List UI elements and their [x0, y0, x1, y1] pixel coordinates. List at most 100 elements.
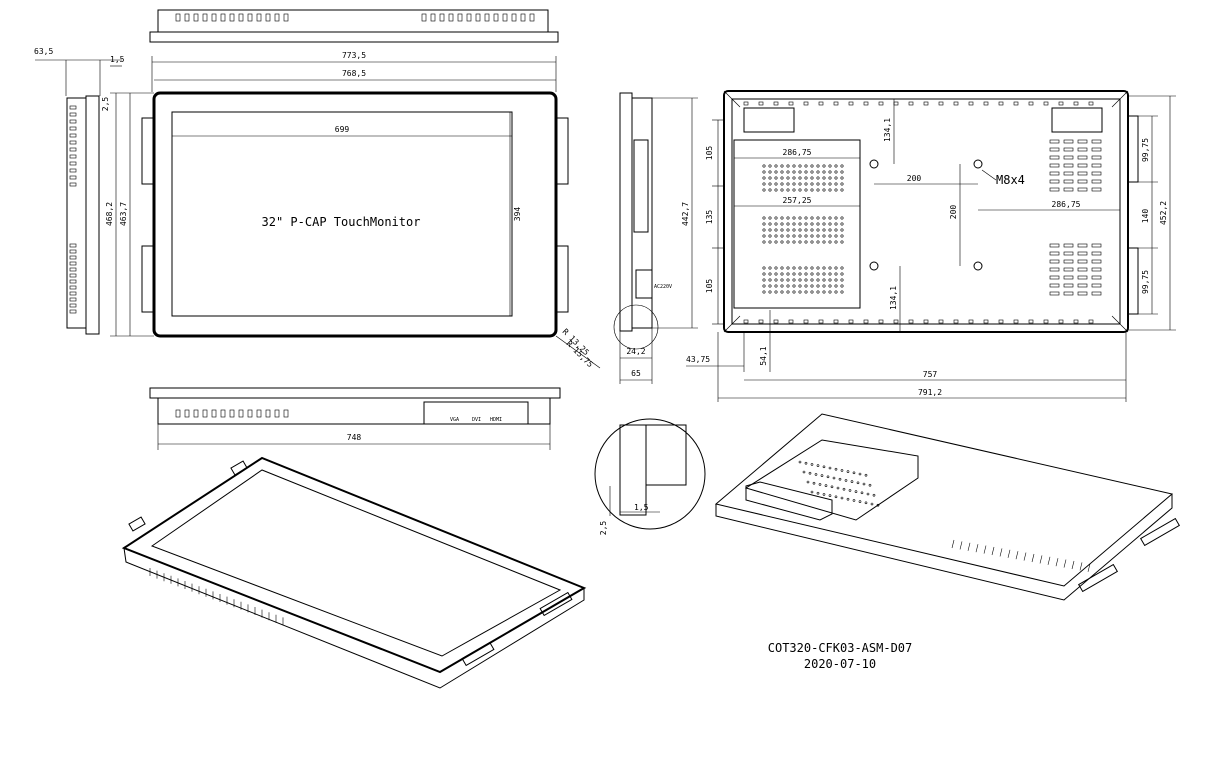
vent-slot [283, 13, 289, 22]
vent-slot [1077, 259, 1088, 264]
vent-slot [202, 13, 208, 22]
vent-dot [774, 176, 778, 180]
vent-dot [828, 170, 832, 174]
vent-slot [466, 13, 472, 22]
vesa-hole-3 [869, 261, 879, 271]
vent-slot [999, 548, 1003, 557]
dim-side-step: 24,2 [626, 347, 645, 356]
dim-outer-width: 773,5 [342, 51, 366, 60]
vent-dot [810, 182, 814, 186]
vent-slot [1063, 163, 1074, 168]
vent-dot [804, 278, 808, 282]
vent-slot [975, 544, 979, 553]
vent-slot [202, 409, 208, 418]
edge-hole [818, 319, 824, 324]
vent-dot [810, 272, 814, 276]
vent-slot [951, 539, 955, 549]
vent-hole [69, 291, 77, 296]
vent-dot [762, 188, 766, 192]
vent-dot [816, 164, 820, 168]
dim-active-height: 394 [513, 207, 522, 222]
vent-slot [1077, 283, 1088, 288]
vent-slot [1091, 275, 1102, 280]
vent-slot [1063, 155, 1074, 160]
edge-hole [848, 101, 854, 106]
vent-dot [810, 188, 814, 192]
vent-dot [810, 234, 814, 238]
edge-hole [743, 101, 749, 106]
vent-dot [834, 188, 838, 192]
vent-dot [798, 234, 802, 238]
vent-slot [502, 13, 508, 22]
vent-dot [810, 170, 814, 174]
vent-slot [475, 13, 481, 22]
edge-hole [1013, 101, 1019, 106]
vent-dot [804, 234, 808, 238]
iso-front-vents [149, 568, 284, 626]
vent-dot [780, 188, 784, 192]
edge-hole [968, 319, 974, 324]
vent-dot [762, 272, 766, 276]
vent-dot [804, 216, 808, 220]
vent-dot [822, 228, 826, 232]
vent-slot [1091, 243, 1102, 248]
vent-dot [804, 240, 808, 244]
vent-dot [828, 272, 832, 276]
vent-hole [69, 309, 77, 314]
vent-dot [762, 164, 766, 168]
vent-hole [69, 140, 77, 145]
vent-slot [983, 545, 987, 554]
vent-dot [840, 496, 844, 500]
vent-dot [786, 176, 790, 180]
connector-vga: VGA [450, 417, 459, 423]
vent-dot [840, 222, 844, 226]
vent-hole [69, 154, 77, 159]
vent-slot [1077, 139, 1088, 144]
vent-dot [768, 240, 772, 244]
vent-dot [798, 170, 802, 174]
vent-dot [762, 290, 766, 294]
vent-dot [822, 176, 826, 180]
vent-dot [774, 266, 778, 270]
vent-dot [792, 234, 796, 238]
vent-slot [1091, 139, 1102, 144]
vent-dot [822, 290, 826, 294]
vent-dot [834, 290, 838, 294]
vent-dot [786, 284, 790, 288]
vent-dot [822, 284, 826, 288]
vent-dot [834, 222, 838, 226]
vent-dot [810, 222, 814, 226]
vent-dot [840, 234, 844, 238]
power-label: AC220V [654, 284, 672, 290]
vent-slot [1049, 155, 1060, 160]
vent-dot [786, 272, 790, 276]
vent-slot [1077, 179, 1088, 184]
vent-dot [774, 222, 778, 226]
dim-rear-43: 43,75 [686, 355, 710, 364]
vent-hole [69, 249, 77, 254]
edge-hole [863, 101, 869, 106]
vent-slot [1063, 259, 1074, 264]
vent-dot [780, 170, 784, 174]
vent-dot [768, 278, 772, 282]
vent-hole [69, 133, 77, 138]
vent-dot [774, 278, 778, 282]
vent-dot [816, 266, 820, 270]
bottom-vent-slots [175, 409, 289, 418]
rear-side-slots [743, 101, 1102, 324]
edge-hole [1073, 319, 1079, 324]
vent-slot [184, 13, 190, 22]
vent-dot [810, 278, 814, 282]
left-vent-holes [69, 105, 77, 314]
vent-dot [850, 480, 854, 483]
vent-dot [822, 188, 826, 192]
vent-dot [834, 272, 838, 276]
vent-dot [828, 164, 832, 168]
edge-hole [953, 319, 959, 324]
vent-slot [1091, 267, 1102, 272]
vent-dot [786, 170, 790, 174]
dim-rear-140: 140 [1141, 209, 1150, 224]
vent-dot [792, 240, 796, 244]
vent-slot [247, 409, 253, 418]
vent-dot [822, 222, 826, 226]
